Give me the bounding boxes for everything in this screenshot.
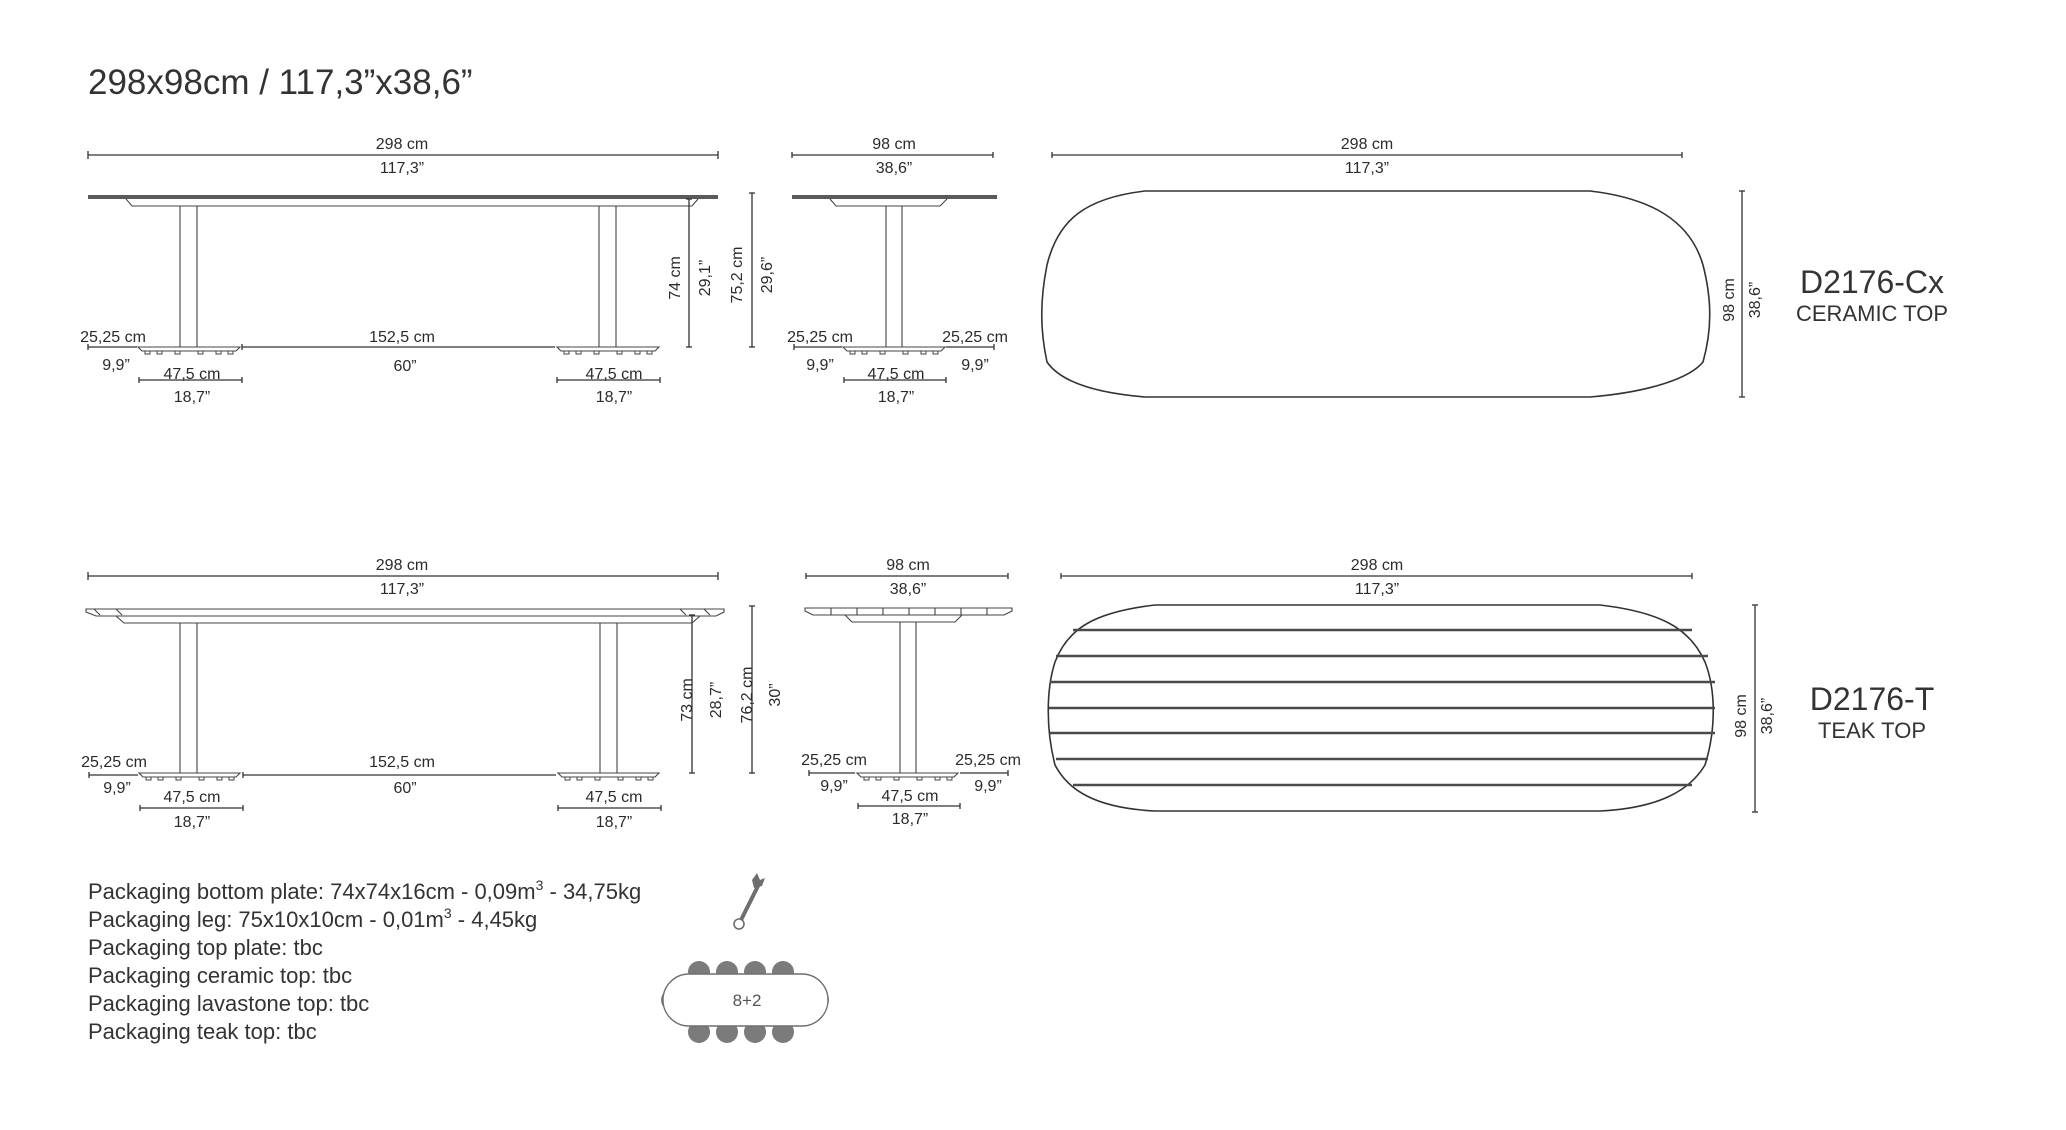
overhang-right-in-label: 9,9”: [961, 357, 989, 374]
ceramic-front-elevation: 298 cm 117,3” 25,25 cm 9,9” 152,5 cm 60”…: [80, 136, 776, 406]
length-cm-label: 298 cm: [376, 136, 428, 153]
top-plate: [125, 198, 699, 207]
height-under-cm-label: 73 cm: [679, 678, 696, 722]
plan-length-in-label: 117,3”: [1355, 581, 1399, 598]
teak-top-slats: [804, 607, 1013, 616]
base-plate: [855, 772, 960, 778]
base-plate-right: [556, 772, 661, 778]
ceramic-side-elevation: 98 cm 38,6” 25,25 cm 9,9” 25,25 cm 9,9” …: [787, 136, 1008, 406]
length-in-label: 117,3”: [380, 160, 424, 177]
overhang-in-label: 9,9”: [103, 780, 131, 797]
between-cm-label: 152,5 cm: [369, 754, 435, 771]
width-cm-label: 98 cm: [872, 136, 916, 153]
teak-slats: [1049, 628, 1715, 787]
width-in-label: 38,6”: [876, 160, 912, 177]
plan-length-in-label: 117,3”: [1345, 160, 1389, 177]
plan-width-in-label: 38,6”: [1759, 698, 1776, 734]
ceramic-model-subtitle: CERAMIC TOP: [1796, 301, 1948, 326]
base-left-in-label: 18,7”: [174, 389, 210, 406]
packaging-item: Packaging lavastone top: tbc: [88, 991, 369, 1016]
packaging-item: Packaging ceramic top: tbc: [88, 963, 352, 988]
base-plate-left: [136, 346, 242, 352]
plan-width-cm-label: 98 cm: [1721, 278, 1738, 322]
packaging-list: Packaging bottom plate: 74x74x16cm - 0,0…: [88, 877, 641, 1044]
base-in-label: 18,7”: [878, 389, 914, 406]
wrench-icon: [733, 873, 765, 930]
plan-width-cm-label: 98 cm: [1733, 694, 1750, 738]
ceramic-model-code: D2176-Cx: [1800, 264, 1944, 300]
height-under-in-label: 29,1”: [697, 260, 714, 296]
overhang-cm-label: 25,25 cm: [81, 754, 147, 771]
length-in-label: 117,3”: [380, 581, 424, 598]
teak-plan-view: 298 cm 117,3” 98 cm 38,6”: [1047, 557, 1776, 813]
base-right-cm-label: 47,5 cm: [586, 789, 643, 806]
height-total-in-label: 30”: [767, 683, 784, 706]
packaging-item: Packaging top plate: tbc: [88, 935, 323, 960]
height-under-in-label: 28,7”: [708, 682, 725, 718]
table-top: [792, 195, 997, 199]
seating-capacity-label: 8+2: [733, 991, 762, 1010]
between-in-label: 60”: [393, 358, 416, 375]
teak-top: [85, 608, 725, 617]
base-cm-label: 47,5 cm: [868, 366, 925, 383]
base-plate: [841, 346, 947, 352]
table-top: [88, 195, 718, 199]
ceramic-plan-view: 298 cm 117,3” 98 cm 38,6”: [1040, 136, 1764, 398]
base-in-label: 18,7”: [892, 811, 928, 828]
base-right-cm-label: 47,5 cm: [586, 366, 643, 383]
plan-length-cm-label: 298 cm: [1351, 557, 1403, 574]
page-title: 298x98cm / 117,3”x38,6”: [88, 63, 473, 102]
base-left-cm-label: 47,5 cm: [164, 789, 221, 806]
height-total-in-label: 29,6”: [759, 257, 776, 293]
overhang-right-cm-label: 25,25 cm: [942, 329, 1008, 346]
plan-width-in-label: 38,6”: [1747, 282, 1764, 318]
base-plate-right: [555, 346, 661, 352]
overhang-left-cm-label: 25,25 cm: [801, 752, 867, 769]
base-right-in-label: 18,7”: [596, 814, 632, 831]
teak-side-elevation: 98 cm 38,6” 25,25 cm 9,9” 25,25 cm 9,9” …: [801, 557, 1021, 828]
width-in-label: 38,6”: [890, 581, 926, 598]
packaging-item: Packaging teak top: tbc: [88, 1019, 317, 1044]
overhang-left-in-label: 9,9”: [820, 778, 848, 795]
overhang-right-in-label: 9,9”: [974, 778, 1002, 795]
overhang-in-label: 9,9”: [102, 357, 130, 374]
overhang-left-cm-label: 25,25 cm: [787, 329, 853, 346]
between-cm-label: 152,5 cm: [369, 329, 435, 346]
overhang-left-in-label: 9,9”: [806, 357, 834, 374]
base-cm-label: 47,5 cm: [882, 788, 939, 805]
packaging-item: Packaging bottom plate: 74x74x16cm - 0,0…: [88, 877, 641, 904]
height-under-cm-label: 74 cm: [667, 256, 684, 300]
overhang-cm-label: 25,25 cm: [80, 329, 146, 346]
top-plate: [829, 198, 948, 207]
height-total-cm-label: 76,2 cm: [739, 667, 756, 724]
top-plate: [844, 614, 963, 623]
teak-model-code: D2176-T: [1810, 681, 1935, 717]
length-cm-label: 298 cm: [376, 557, 428, 574]
base-plate-left: [137, 772, 242, 778]
top-plate: [115, 615, 701, 624]
base-right-in-label: 18,7”: [596, 389, 632, 406]
height-total-cm-label: 75,2 cm: [729, 247, 746, 304]
packaging-item: Packaging leg: 75x10x10cm - 0,01m3 - 4,4…: [88, 905, 537, 932]
plan-length-cm-label: 298 cm: [1341, 136, 1393, 153]
seating-plan-icon: 8+2: [661, 961, 829, 1043]
teak-model-subtitle: TEAK TOP: [1818, 718, 1926, 743]
teak-front-elevation: 298 cm 117,3” 25,25 cm 9,9” 152,5 cm 60”…: [81, 557, 784, 831]
base-left-in-label: 18,7”: [174, 814, 210, 831]
base-left-cm-label: 47,5 cm: [164, 366, 221, 383]
between-in-label: 60”: [393, 780, 416, 797]
ceramic-top-outline: [1040, 190, 1711, 398]
width-cm-label: 98 cm: [886, 557, 930, 574]
overhang-right-cm-label: 25,25 cm: [955, 752, 1021, 769]
